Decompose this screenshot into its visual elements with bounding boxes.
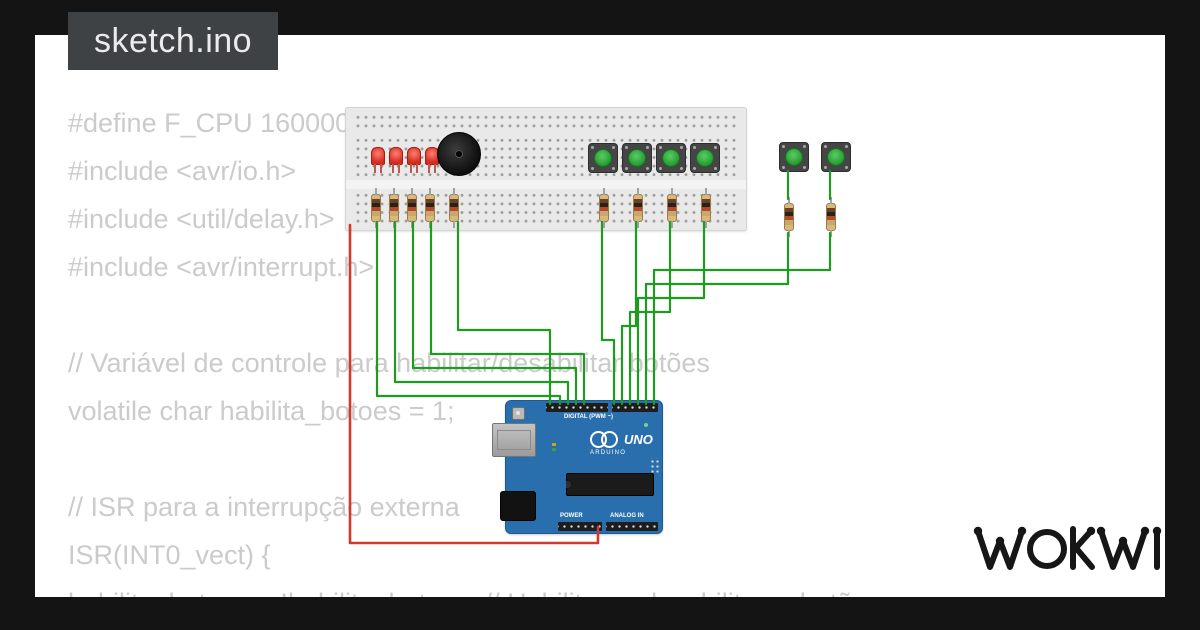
digital-label: DIGITAL (PWM ~) xyxy=(564,414,613,420)
analog-label: ANALOG IN xyxy=(610,513,644,519)
code-line: #include <avr/io.h> xyxy=(68,156,297,186)
red-led xyxy=(425,147,439,173)
arduino-infinity-logo xyxy=(590,431,620,448)
pushbutton[interactable] xyxy=(656,143,686,173)
code-line: #include <util/delay.h> xyxy=(68,204,335,234)
resistor xyxy=(701,188,711,228)
power-jack xyxy=(500,491,536,521)
red-led xyxy=(407,147,421,173)
diagram-canvas: #define F_CPU 16000000UL #include <avr/i… xyxy=(35,35,1165,597)
breadboard-center-channel xyxy=(346,180,746,189)
analog-pin-header xyxy=(606,522,658,531)
code-line: // Variável de controle para habilitar/d… xyxy=(68,348,710,378)
resistor xyxy=(599,188,609,228)
resistor xyxy=(826,197,836,237)
wokwi-logo: WOKWI xyxy=(970,515,1165,577)
code-line: volatile char habilita_botoes = 1; xyxy=(68,396,455,426)
file-tab-label: sketch.ino xyxy=(94,22,253,60)
code-line: ISR(INT0_vect) { xyxy=(68,540,271,570)
icsp-header xyxy=(650,459,659,474)
resistor xyxy=(425,188,435,228)
arduino-label: ARDUINO xyxy=(590,450,627,456)
wokwi-logo-text: WOKWI xyxy=(970,577,971,578)
code-line: habilita_botoes = !habilita_botoes; // H… xyxy=(68,588,881,597)
resistor xyxy=(633,188,643,228)
breadboard xyxy=(345,107,747,231)
buzzer xyxy=(437,132,481,176)
atmega-chip xyxy=(566,473,654,496)
tx-rx-leds xyxy=(552,443,556,446)
resistor xyxy=(667,188,677,228)
pushbutton[interactable] xyxy=(588,143,618,173)
digital-pin-header xyxy=(546,403,608,412)
uno-label: UNO xyxy=(624,432,653,447)
resistor xyxy=(371,188,381,228)
file-tab[interactable]: sketch.ino xyxy=(68,12,279,70)
pushbutton[interactable] xyxy=(690,143,720,173)
resistor xyxy=(389,188,399,228)
power-pin-header xyxy=(558,522,602,531)
pushbutton[interactable] xyxy=(779,142,809,172)
arduino-uno-board: UNO ARDUINO DIGITAL (PWM ~) POWER ANALOG… xyxy=(492,400,663,534)
resistor xyxy=(784,197,794,237)
breadboard-top-rail xyxy=(354,113,738,129)
resistor xyxy=(449,188,459,228)
red-led xyxy=(371,147,385,173)
red-led xyxy=(389,147,403,173)
power-label: POWER xyxy=(560,513,583,519)
code-line: // ISR para a interrupção externa xyxy=(68,492,460,522)
pushbutton[interactable] xyxy=(622,143,652,173)
pushbutton[interactable] xyxy=(821,142,851,172)
power-led xyxy=(644,423,648,427)
resistor xyxy=(407,188,417,228)
usb-connector xyxy=(492,423,536,457)
code-line: #include <avr/interrupt.h> xyxy=(68,252,375,282)
digital-pin-header xyxy=(612,403,658,412)
reset-button[interactable] xyxy=(512,407,525,420)
